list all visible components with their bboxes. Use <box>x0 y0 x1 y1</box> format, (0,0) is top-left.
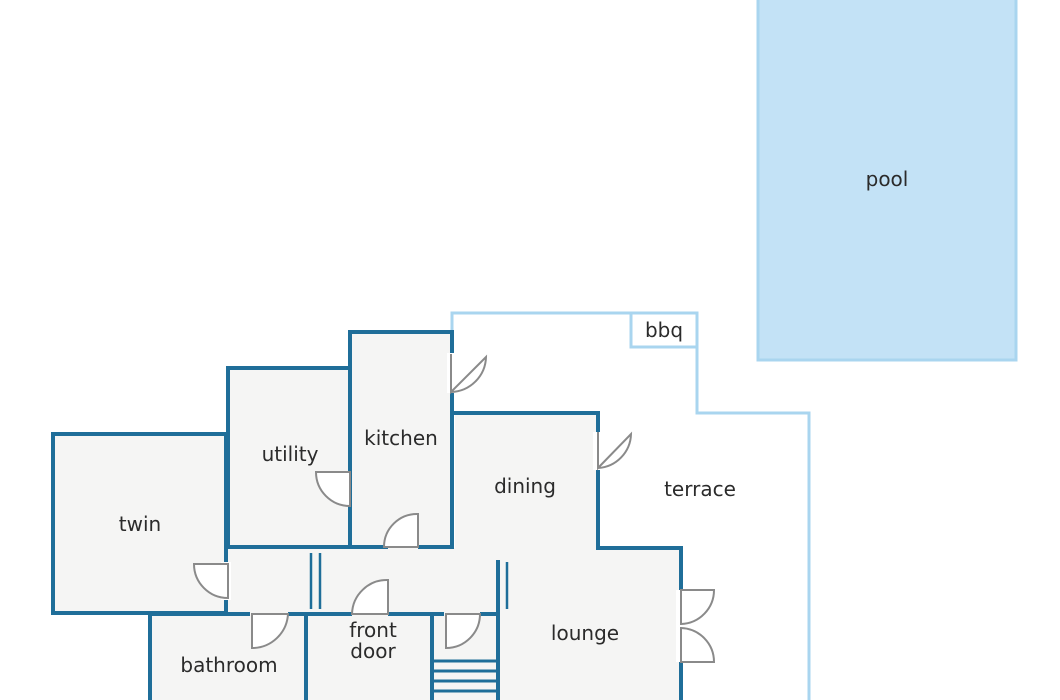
lounge-terrace-door-1[interactable] <box>680 589 716 626</box>
room-label-kitchen: kitchen <box>364 426 438 450</box>
utility-floor <box>228 368 350 546</box>
bathroom-door[interactable] <box>251 613 290 650</box>
room-label-utility: utility <box>262 442 319 466</box>
room-label-twin: twin <box>119 512 161 536</box>
kitchen-utility-door[interactable] <box>314 471 351 508</box>
stairs-door[interactable] <box>445 613 482 650</box>
lounge-terrace-door-2[interactable] <box>680 626 716 663</box>
stairs <box>434 659 496 693</box>
kitchen-hall-door[interactable] <box>382 512 419 548</box>
pool-area <box>756 0 1018 362</box>
dining-terrace-door[interactable] <box>597 431 633 471</box>
room-label-front-door-line2: door <box>350 639 396 663</box>
room-label-pool: pool <box>866 167 909 191</box>
bbq-box <box>629 311 699 349</box>
lounge-floor-extra <box>597 548 681 700</box>
kitchen-terrace-door[interactable] <box>450 354 488 395</box>
room-label-bathroom: bathroom <box>180 653 277 677</box>
room-label-terrace: terrace <box>664 477 736 501</box>
twin-hall-door[interactable] <box>192 563 229 600</box>
kitchen-floor <box>351 332 451 546</box>
front-door[interactable] <box>350 578 389 615</box>
entry-floor <box>308 614 432 700</box>
lounge-door-gap <box>676 590 686 662</box>
room-label-dining: dining <box>494 474 556 498</box>
room-label-front-door-line1: front <box>349 618 397 642</box>
room-label-bbq: bbq <box>645 318 683 342</box>
room-label-lounge: lounge <box>551 621 619 645</box>
terrace-outline <box>450 311 811 700</box>
twin-floor <box>55 434 226 612</box>
kitchen-wall <box>348 330 454 549</box>
bathroom-top-wall <box>148 612 250 700</box>
utility-wall <box>226 366 350 547</box>
